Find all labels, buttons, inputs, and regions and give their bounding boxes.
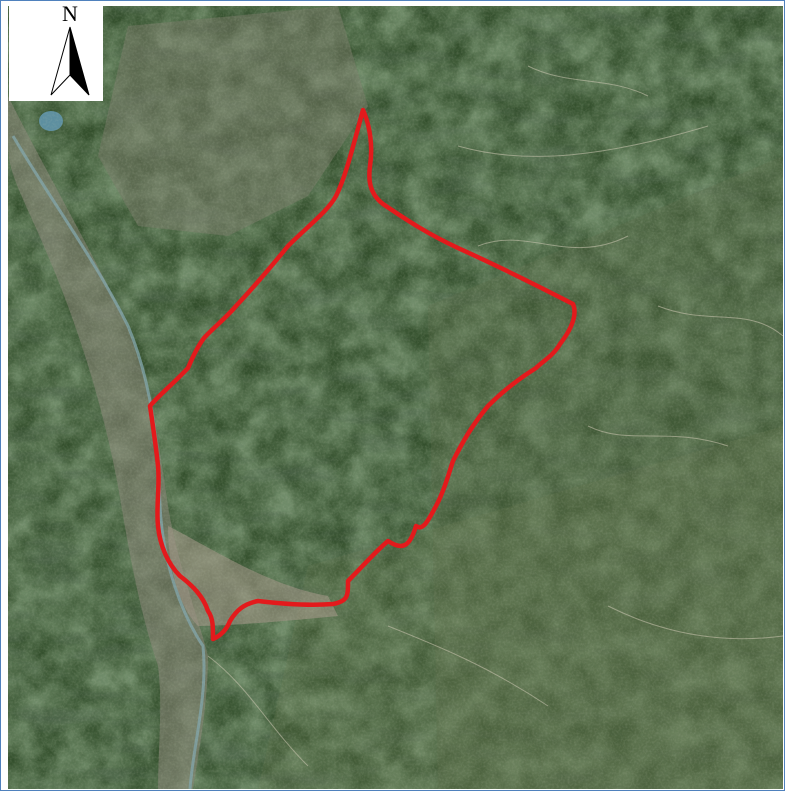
north-arrow-icon [50,26,90,96]
north-arrow-box: N [9,1,103,101]
terrain-speckle [8,6,783,789]
study-area-boundary [147,107,577,642]
north-letter: N [62,1,78,26]
aerial-imagery [8,6,783,789]
